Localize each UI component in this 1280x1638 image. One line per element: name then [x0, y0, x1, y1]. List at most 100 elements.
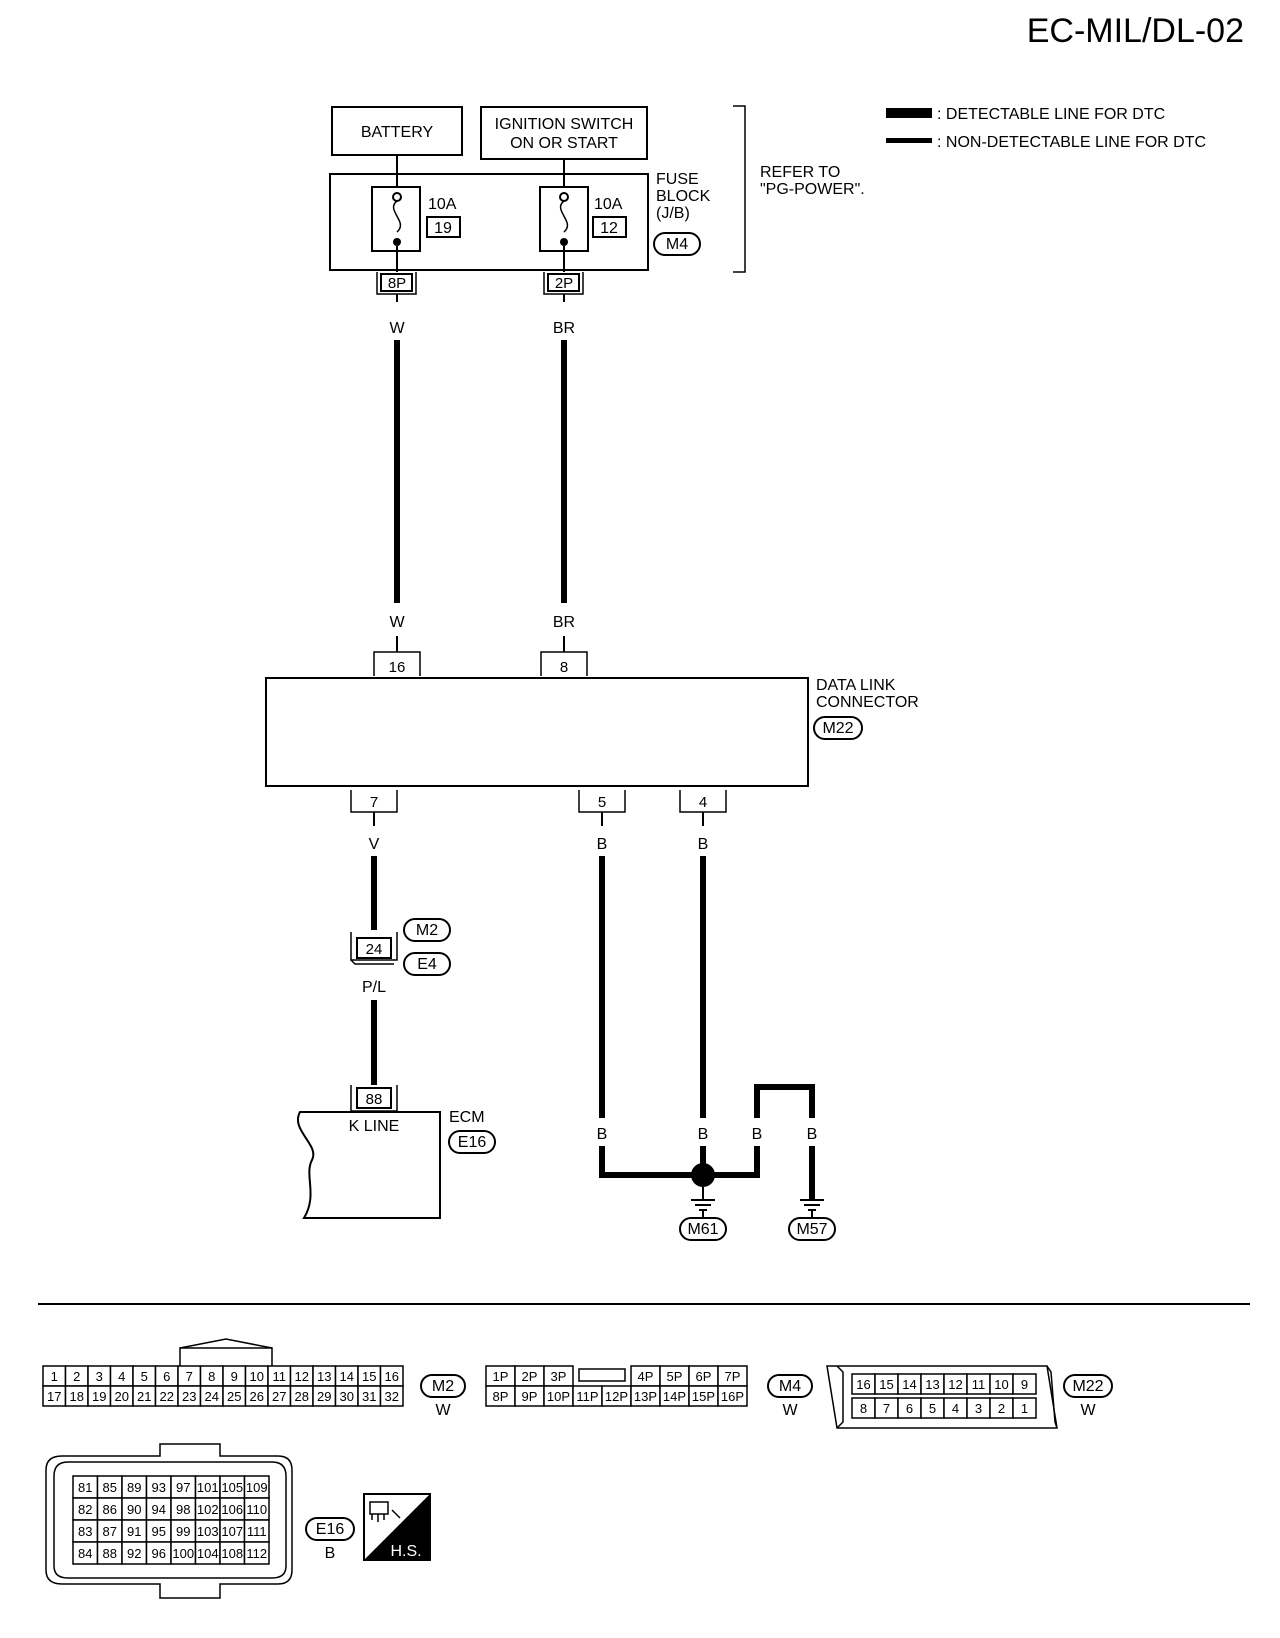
legend-detectable-swatch	[886, 108, 932, 118]
legend-detectable-label: : DETECTABLE LINE FOR DTC	[937, 106, 1165, 123]
connector-m2-pin: 18	[70, 1389, 84, 1404]
connector-m2-pin: 14	[340, 1369, 354, 1384]
dlc-pin-7-label: 7	[370, 794, 378, 811]
connector-m22-id: M22	[1072, 1378, 1103, 1395]
ignition-switch-label-2: ON OR START	[510, 135, 618, 152]
connector-m2-pin: 8	[208, 1369, 215, 1384]
wire-br-label-bottom: BR	[553, 614, 575, 631]
fuse-block-label-1: FUSE	[656, 171, 699, 188]
connector-e16-pin: 101	[197, 1480, 219, 1495]
fuse-block-pin-8p-label: 8P	[388, 275, 406, 292]
fuse-block-label-3: (J/B)	[656, 205, 690, 222]
connector-m2-pin: 28	[295, 1389, 309, 1404]
dlc-connector-id: M22	[822, 720, 853, 737]
connector-e16-pin: 87	[103, 1524, 117, 1539]
connector-m2-pin: 10	[250, 1369, 264, 1384]
ecm-pin-88: 88	[350, 1085, 398, 1112]
connector-e16-pin: 107	[221, 1524, 243, 1539]
connector-m22-pin: 11	[972, 1377, 986, 1392]
connector-m2-id: M2	[432, 1378, 454, 1395]
connector-e16-pin: 94	[152, 1502, 166, 1517]
connector-e16-pin: 95	[152, 1524, 166, 1539]
dlc-pin-8: 8	[540, 651, 588, 676]
wire-b-label-pin4: B	[698, 836, 709, 853]
connector-m2-pin: 11	[273, 1369, 287, 1384]
connector-m22-pin: 12	[948, 1377, 962, 1392]
connector-e16-pin: 92	[127, 1546, 141, 1561]
dlc-label-2: CONNECTOR	[816, 694, 919, 711]
connector-e16-pin: 96	[152, 1546, 166, 1561]
ecm-connector-id: E16	[458, 1134, 487, 1151]
fuse-19-number: 19	[434, 220, 452, 237]
joint-connector-id-m2: M2	[416, 922, 438, 939]
connector-m2-pin: 19	[92, 1389, 106, 1404]
harness-side-icon: H.S.	[363, 1493, 431, 1561]
connector-m22-pin: 2	[998, 1401, 1005, 1416]
connector-m2-pin: 16	[385, 1369, 399, 1384]
connector-m4-color: W	[782, 1402, 798, 1419]
connector-m2-pin: 22	[160, 1389, 174, 1404]
dlc-pin-4-label: 4	[699, 794, 707, 811]
ground-m57-label: M57	[796, 1221, 827, 1238]
legend-nondetectable-label: : NON-DETECTABLE LINE FOR DTC	[937, 134, 1206, 151]
connector-m2-color: W	[435, 1402, 451, 1419]
fuse-block-connector-id: M4	[666, 236, 688, 253]
refer-label-1: REFER TO	[760, 164, 840, 181]
connector-e16-pin: 82	[78, 1502, 92, 1517]
connector-e16-pin: 90	[127, 1502, 141, 1517]
connector-m2-pin: 1	[51, 1369, 58, 1384]
connector-m2-pin: 30	[340, 1389, 354, 1404]
dlc-pin-16: 16	[373, 651, 421, 676]
connector-m4-pin: 5P	[667, 1369, 683, 1384]
connector-m2-pin: 31	[362, 1389, 376, 1404]
harness-side-label: H.S.	[390, 1543, 421, 1560]
connector-e16-pin: 89	[127, 1480, 141, 1495]
dlc-pin-8-label: 8	[560, 659, 568, 676]
fuse-block-label-2: BLOCK	[656, 188, 711, 205]
dlc-pin-7: 7	[350, 790, 398, 813]
connector-e16-pin: 86	[103, 1502, 117, 1517]
wire-b-label-pin4-low: B	[698, 1126, 709, 1143]
connector-m4-id: M4	[779, 1378, 801, 1395]
connector-m4-pin: 11P	[576, 1389, 598, 1404]
connector-e16-pin: 105	[221, 1480, 243, 1495]
wire-b-label-pin5: B	[597, 836, 608, 853]
ignition-switch-label-1: IGNITION SWITCH	[495, 116, 634, 133]
ecm-terminal-label: K LINE	[349, 1118, 400, 1135]
connector-e16-pin: 103	[197, 1524, 219, 1539]
connector-m2-pin: 13	[317, 1369, 331, 1384]
connector-e16-pin: 98	[176, 1502, 190, 1517]
data-link-connector-box	[265, 677, 809, 787]
connector-m2-pin: 29	[317, 1389, 331, 1404]
connector-m22-pin: 3	[975, 1401, 982, 1416]
connector-m4-pin: 10P	[547, 1389, 570, 1404]
connector-m2-pin: 20	[115, 1389, 129, 1404]
wire-b-label-jump: B	[752, 1126, 763, 1143]
connector-m22-color: W	[1080, 1402, 1096, 1419]
fuse-block-pin-2p: 2P	[543, 272, 584, 295]
wire-v-label: V	[369, 836, 380, 853]
connector-m4-pin: 9P	[522, 1389, 538, 1404]
connector-e16-pin: 91	[127, 1524, 141, 1539]
connector-e16-pin: 112	[246, 1546, 267, 1561]
connector-e16-pin: 110	[246, 1502, 267, 1517]
connector-m4-pin: 1P	[493, 1369, 509, 1384]
connector-m22-pin: 5	[929, 1401, 936, 1416]
connector-e16-pin: 97	[176, 1480, 190, 1495]
legend: : DETECTABLE LINE FOR DTC : NON-DETECTAB…	[886, 106, 1206, 151]
connector-m2-pin: 25	[227, 1389, 241, 1404]
connector-m2-pin: 9	[231, 1369, 238, 1384]
battery-label: BATTERY	[361, 124, 434, 141]
wire-w-label-top: W	[389, 320, 405, 337]
dlc-pin-16-label: 16	[389, 659, 406, 676]
connector-m4-pin: 14P	[663, 1389, 686, 1404]
connector-m4-pin: 4P	[638, 1369, 654, 1384]
connector-m22-pin: 8	[860, 1401, 867, 1416]
connector-m22-pin: 13	[925, 1377, 939, 1392]
connector-e16-color: B	[325, 1545, 336, 1562]
connector-m2-pin: 21	[137, 1389, 151, 1404]
connector-m2-pin: 7	[186, 1369, 193, 1384]
